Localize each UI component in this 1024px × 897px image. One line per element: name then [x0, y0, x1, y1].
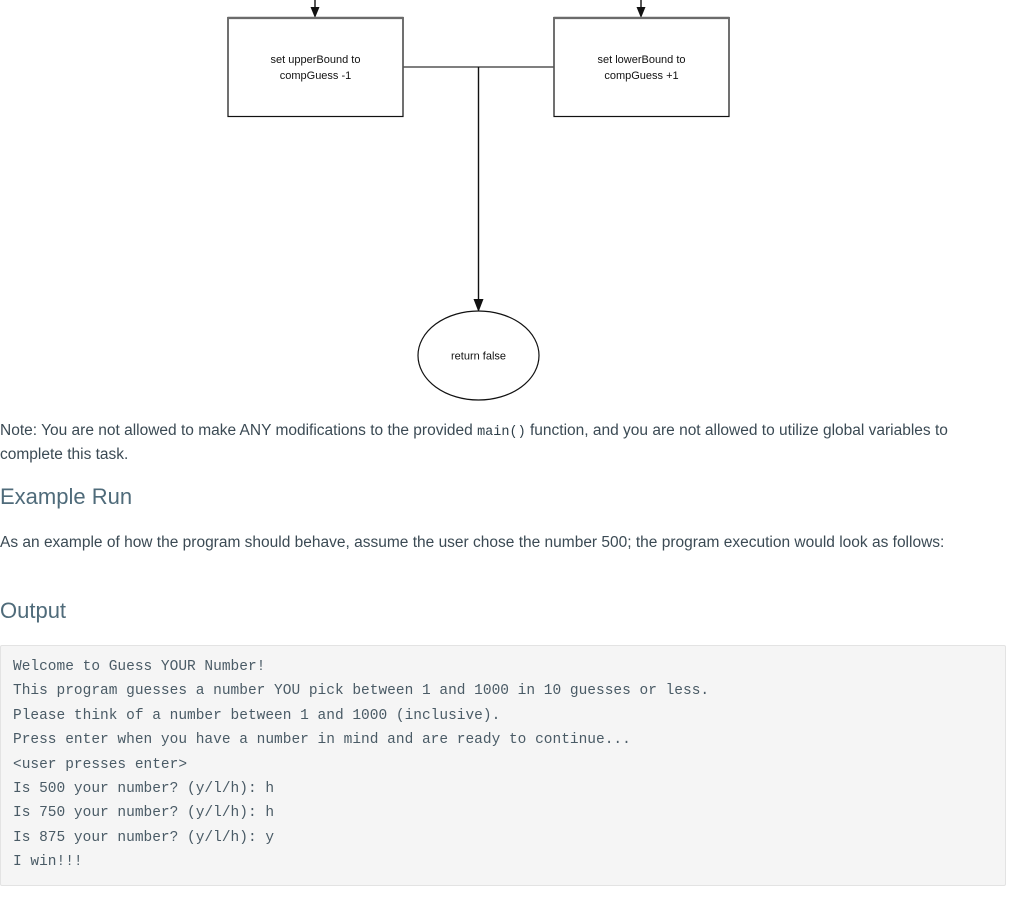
connector-to-return-false	[473, 67, 484, 312]
output-code-text: Welcome to Guess YOUR Number! This progr…	[13, 659, 710, 871]
heading-example-run: Example Run	[0, 484, 133, 509]
node-set-lower-bound-line2: compGuess +1	[604, 70, 678, 82]
node-set-upper-bound-line1: set upperBound to	[271, 54, 361, 66]
note-text-suffix: function, and you are not allowed to uti…	[0, 422, 948, 463]
node-set-lower-bound-line1: set lowerBound to	[597, 54, 685, 66]
arrow-into-lower-bound-box	[636, 0, 646, 18]
arrow-into-upper-bound-box	[310, 0, 320, 18]
output-code-block: Welcome to Guess YOUR Number! This progr…	[0, 645, 1006, 886]
intro-paragraph: As an example of how the program should …	[0, 534, 945, 551]
flowchart-diagram: set upperBound to compGuess -1 set lower…	[0, 0, 1024, 410]
inline-code-main: main()	[477, 425, 526, 440]
node-set-upper-bound: set upperBound to compGuess -1	[227, 16, 404, 118]
node-return-false-label: return false	[451, 351, 506, 363]
node-set-lower-bound: set lowerBound to compGuess +1	[553, 16, 730, 118]
heading-output: Output	[0, 598, 67, 623]
node-set-upper-bound-line2: compGuess -1	[280, 70, 352, 82]
note-text-prefix: Note: You are not allowed to make ANY mo…	[0, 422, 478, 439]
note-paragraph: Note: You are not allowed to make ANY mo…	[0, 420, 1000, 466]
node-return-false: return false	[417, 310, 540, 401]
